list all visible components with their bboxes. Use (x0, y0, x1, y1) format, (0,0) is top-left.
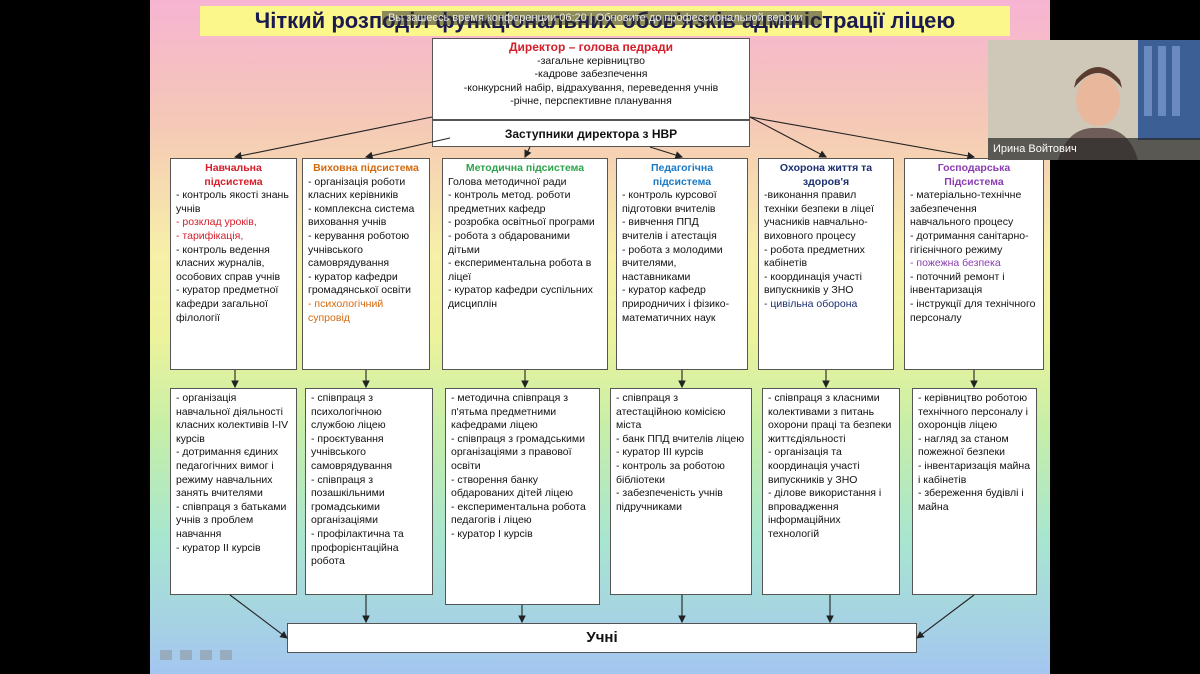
box-title: Виховна підсистема (313, 162, 419, 174)
box-line: - поточний ремонт і інвентаризація (910, 270, 1005, 297)
box-line: - профілактична та профорієнтаційна робо… (311, 527, 404, 568)
director-box: Директор – голова педради -загальне кері… (432, 38, 750, 120)
bottom-box-methodical: - методична співпраця з п'ятьма предметн… (445, 388, 600, 605)
bottom-box-upbringing: - співпраця з психологічною службою ліце… (305, 388, 433, 595)
box-line: - контроль метод. роботи предметних кафе… (448, 189, 571, 215)
box-line: - розробка освітньої програми (448, 216, 595, 229)
connector-lines (229, 116, 978, 639)
box-line: - керування роботою учнівського самовряд… (308, 229, 410, 270)
box-line: - цивільна оборона (764, 297, 858, 310)
box-line: - контроль якості знань учнів (176, 189, 289, 215)
top-box-educational: Навчальна підсистема - контроль якості з… (170, 158, 297, 370)
box-line: -виконання правил техніки безпеки в ліце… (764, 189, 874, 242)
bottom-box-pedagogical: - співпраця з атестаційною комісією міст… (610, 388, 752, 595)
top-box-economic: Господарська Підсистема - матеріально-те… (904, 158, 1044, 370)
box-line: - створення банку обдарованих дітей ліце… (451, 473, 574, 500)
webcam-tile[interactable]: Ирина Войтович (988, 40, 1200, 160)
box-title: Охорона життя та здоров'я (779, 162, 873, 188)
box-line: - організація та координація участі випу… (768, 446, 860, 486)
top-box-methodical: Методична підсистема Голова методичної р… (442, 158, 608, 370)
box-line: - інструкції для технічного персоналу (910, 297, 1036, 324)
box-line: - співпраця з атестаційною комісією міст… (616, 392, 726, 432)
bottom-box-economic: - керівництво роботою технічного персона… (912, 388, 1037, 595)
bottom-box-safety: - співпраця з класними колективами з пит… (762, 388, 900, 595)
next-slide-icon[interactable] (220, 650, 232, 660)
box-line: - контроль курсової підготовки вчителів (622, 189, 717, 215)
box-line: - робота з молодими вчителями, наставник… (622, 243, 723, 283)
box-line: - експериментальна робота в ліцеї (448, 257, 592, 283)
box-line: - організація роботи класних керівників (308, 175, 406, 202)
box-line: - куратор III курсів (616, 446, 704, 459)
box-line: - банк ППД вчителів ліцею (616, 432, 745, 445)
box-line: - контроль ведення класних журналів, осо… (176, 243, 281, 283)
box-line: - інвентаризація майна і кабінетів (918, 459, 1031, 486)
top-box-upbringing: Виховна підсистема - організація роботи … (302, 158, 430, 370)
box-line: - вивчення ППД вчителів і атестація (622, 216, 717, 242)
box-line: - забезпеченість учнів підручниками (616, 487, 723, 513)
box-line: - куратор II курсів (176, 541, 261, 554)
box-line: - робота з обдарованими дітьми (448, 229, 570, 256)
pen-icon[interactable] (180, 650, 192, 660)
box-line: - організація навчальної діяльності клас… (176, 392, 289, 445)
box-line: - збереження будівлі і майна (918, 487, 1024, 513)
box-line: - співпраця з класними колективами з пит… (768, 392, 892, 445)
director-title: Директор – голова педради (508, 40, 674, 54)
box-line: - робота предметних кабінетів (764, 243, 865, 270)
box-line: - проєктування учнівського самоврядуванн… (311, 432, 393, 472)
box-line: - керівництво роботою технічного персона… (918, 392, 1028, 432)
box-title: Господарська Підсистема (937, 162, 1011, 188)
prev-slide-icon[interactable] (160, 650, 172, 660)
box-line: - експериментальна робота педагогів і лі… (451, 500, 586, 527)
box-line: - розклад уроків, (176, 216, 257, 229)
director-line: -загальне керівництво (537, 54, 645, 67)
box-line: - координація участі випускників у ЗНО (764, 270, 862, 297)
box-line: - куратор предметної кафедри загальної ф… (176, 284, 279, 324)
slide-controls[interactable] (160, 650, 232, 660)
box-line: - контроль за роботою бібліотеки (616, 459, 725, 486)
box-line: - комплексна система виховання учнів (308, 202, 415, 229)
box-line: - куратор кафедри громадянської освіти (308, 270, 411, 297)
director-line: -конкурсний набір, відрахування, перевед… (463, 81, 719, 94)
box-title: Педагогічна підсистема (650, 162, 714, 188)
box-title: Методична підсистема (465, 162, 585, 174)
box-line: - психологічний супровід (308, 297, 384, 324)
box-line: - співпраця з позашкільними громадськими… (311, 473, 385, 527)
box-line: - куратор I курсів (451, 527, 533, 540)
box-line: - дотримання санітарно-гігієнічного режи… (910, 229, 1029, 256)
box-line: - співпраця з громадськими організаціями… (451, 432, 585, 472)
box-line: - ділове використання і впровадження інф… (768, 487, 882, 540)
box-line: - нагляд за станом пожежної безпеки (918, 432, 1009, 459)
box-line: - методична співпраця з п'ятьма предметн… (451, 392, 569, 432)
box-line: - співпраця з психологічною службою ліце… (311, 392, 386, 432)
box-line: - куратор кафедр природничих і фізико-ма… (622, 284, 730, 324)
box-line: - тарифікація, (176, 229, 244, 242)
slides-icon[interactable] (200, 650, 212, 660)
box-line: - куратор кафедри суспільних дисциплін (448, 284, 593, 310)
box-title: Навчальна підсистема (204, 162, 263, 188)
top-box-safety: Охорона життя та здоров'я -виконання пра… (758, 158, 894, 370)
top-box-pedagogical: Педагогічна підсистема - контроль курсов… (616, 158, 748, 370)
box-line: - співпраця з батьками учнів з проблем н… (176, 500, 287, 540)
bottom-box-educational: - організація навчальної діяльності клас… (170, 388, 297, 595)
participant-name: Ирина Войтович (988, 138, 1200, 160)
conference-banner[interactable]: Вы зашеєсь время конференции 06:20 | Обн… (382, 11, 822, 25)
students-box: Учні (287, 623, 917, 653)
deputies-box: Заступники директора з НВР (432, 120, 750, 147)
presentation-slide: Чіткий розподіл функціональних обов'язкі… (150, 0, 1050, 674)
box-line: - пожежна безпека (910, 257, 1001, 270)
director-line: -кадрове забезпечення (534, 68, 648, 81)
box-line: - дотримання єдиних педагогічних вимог і… (176, 446, 279, 500)
director-line: -річне, перспективне планування (510, 95, 672, 108)
box-line: Голова методичної ради (448, 175, 567, 188)
box-line: - матеріально-технічне забезпечення навч… (910, 189, 1022, 229)
